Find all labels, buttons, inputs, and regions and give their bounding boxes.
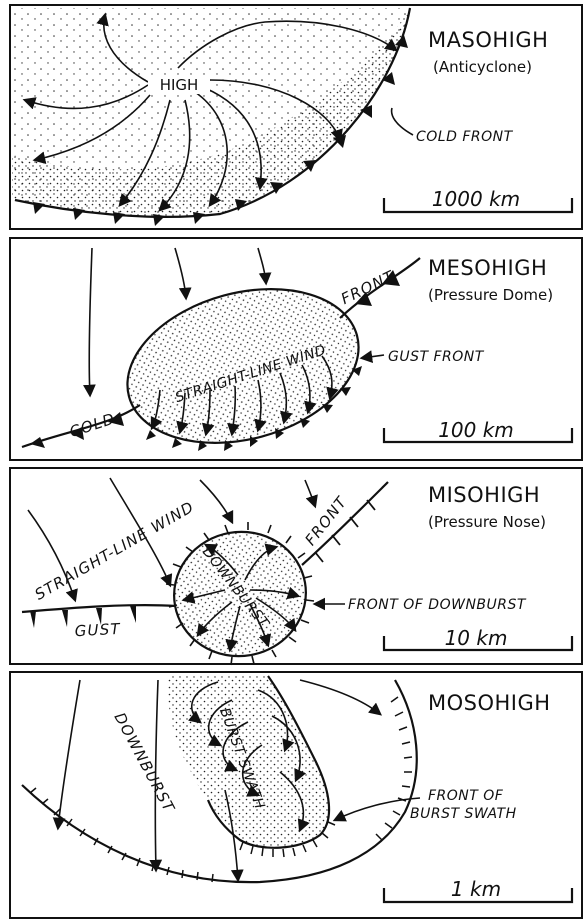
panel-title: MASOHIGH [428, 28, 548, 52]
annotation-cold: COLD [67, 409, 117, 441]
scale-label: 100 km [438, 418, 514, 442]
center-label: HIGH [160, 76, 199, 94]
scale-label: 1000 km [432, 187, 520, 211]
panel-subtitle: (Pressure Dome) [428, 286, 553, 304]
panel-title: MISOHIGH [428, 483, 540, 507]
annotation-burst-swath: BURST SWATH [410, 806, 517, 822]
leader-line [392, 108, 413, 135]
panel-subtitle: (Pressure Nose) [428, 513, 546, 531]
annotation-front-of-downburst: FRONT OF DOWNBURST [348, 597, 527, 613]
panel-subtitle: (Anticyclone) [433, 58, 532, 76]
annotation-front-of: FRONT OF [428, 788, 504, 804]
panel-title: MOSOHIGH [428, 691, 551, 715]
panel-masohigh: HIGH MASOHIGH (Anticyclone) COLD FRONT 1… [10, 5, 582, 229]
panel-title: MESOHIGH [428, 256, 547, 280]
annotation-cold-front: COLD FRONT [416, 129, 514, 145]
scale-label: 1 km [451, 877, 501, 901]
annotation-gust: GUST [74, 620, 122, 640]
annotation-front: FRONT [301, 492, 351, 549]
panel-misohigh: DOWNBURST STRAIGHT-LINE WIND FRONT GUST … [10, 468, 582, 667]
scale-label: 10 km [445, 626, 508, 650]
annotation-downburst: DOWNBURST [111, 710, 179, 817]
annotation-gust-front: GUST FRONT [388, 349, 485, 365]
annotation-straight-line-wind: STRAIGHT-LINE WIND [32, 498, 198, 604]
leader-line [362, 355, 384, 358]
panel-mesohigh: STRAIGHT-LINE WIND FRONT COLD MESOHIGH (… [10, 238, 582, 467]
panel-mosohigh: BURST SWATH DOWNBURST MOSOHIGH FRONT OF … [10, 672, 582, 918]
